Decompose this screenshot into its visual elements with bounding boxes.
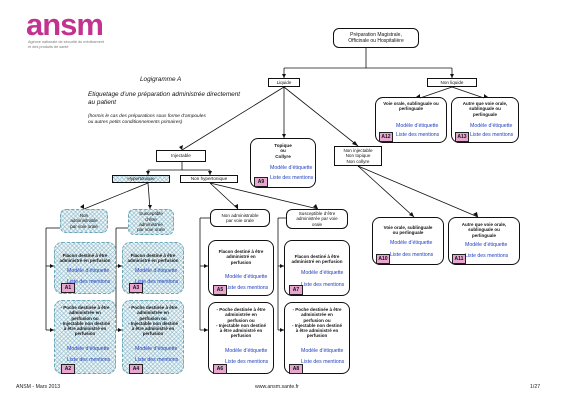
card-A2-badge: A2 bbox=[61, 364, 75, 374]
card-A7-modele-link[interactable]: Modèle d’étiquette bbox=[301, 270, 344, 276]
card-A1-liste-link[interactable]: Liste des mentions bbox=[67, 279, 111, 285]
card-A4-liste-link[interactable]: Liste des mentions bbox=[135, 357, 179, 363]
card-A10-badge: A10 bbox=[376, 254, 390, 264]
node-nh-susceptible: Susceptible d’être administrée par voie … bbox=[286, 209, 348, 229]
card-A9-liste-link[interactable]: Liste des mentions bbox=[270, 175, 314, 181]
card-A7: Flacon destiné à être administré en perf… bbox=[284, 240, 350, 296]
node-non-injectable: Non injectable Non topique Non collyre bbox=[334, 146, 382, 166]
card-A8-liste-link[interactable]: Liste des mentions bbox=[301, 359, 345, 365]
node-hypertonique: Hypertonique bbox=[112, 175, 170, 183]
card-A12-badge: A12 bbox=[379, 132, 393, 142]
card-A10-liste-link[interactable]: Liste des mentions bbox=[390, 252, 434, 258]
card-A6-badge: A6 bbox=[213, 364, 227, 374]
card-A13-desc: Autre que voie orale, sublinguale ou per… bbox=[462, 101, 508, 117]
node-root: Préparation Magistrale, Officinale ou Ho… bbox=[333, 28, 419, 48]
card-A11-badge: A11 bbox=[452, 254, 466, 264]
card-A6-liste-link[interactable]: Liste des mentions bbox=[225, 359, 269, 365]
card-A2-liste-link[interactable]: Liste des mentions bbox=[67, 357, 111, 363]
card-A12-modele-link[interactable]: Modèle d’étiquette bbox=[396, 123, 439, 129]
card-A8-desc: - Poche destinée à être administrée en p… bbox=[291, 307, 342, 339]
footer-center[interactable]: www.ansm.sante.fr bbox=[255, 384, 299, 390]
card-A2-modele-link[interactable]: Modèle d’étiquette bbox=[67, 346, 110, 352]
card-A1: Flacon destiné à être administré en perf… bbox=[54, 242, 116, 294]
card-A13-modele-link[interactable]: Modèle d’étiquette bbox=[470, 123, 513, 129]
card-A12: Voie orale, sublinguale ou perlinguale M… bbox=[375, 97, 447, 143]
node-hyp-non-admin: Non administrable par voie orale bbox=[60, 209, 108, 233]
card-A10: Voie orale, sublinguale ou perlinguale M… bbox=[372, 217, 444, 265]
card-A11-desc: Autre que voie orale, sublinguale ou per… bbox=[461, 222, 507, 238]
node-topique: Topique ou Collyre bbox=[274, 143, 292, 159]
card-A3-badge: A3 bbox=[129, 283, 143, 293]
card-A3-modele-link[interactable]: Modèle d’étiquette bbox=[135, 268, 178, 274]
page-title: Logigramme A bbox=[140, 76, 182, 83]
card-A9-modele-link[interactable]: Modèle d’étiquette bbox=[270, 165, 313, 171]
card-A11-modele-link[interactable]: Modèle d’étiquette bbox=[465, 242, 508, 248]
ansm-logo-subtitle: Agence nationale de sécurité du médicame… bbox=[28, 40, 104, 49]
card-A7-liste-link[interactable]: Liste des mentions bbox=[301, 282, 345, 288]
card-A9: Topique ou Collyre Modèle d’étiquette Li… bbox=[250, 138, 316, 188]
node-injectable: Injectable bbox=[156, 150, 206, 162]
card-A11: Autre que voie orale, sublinguale ou per… bbox=[448, 217, 520, 265]
card-A2-desc: - Poche destinée à être administrée en p… bbox=[59, 305, 110, 337]
card-A8-badge: A8 bbox=[289, 364, 303, 374]
node-liquide: Liquide bbox=[268, 78, 300, 87]
card-A9-badge: A9 bbox=[254, 177, 268, 187]
card-A6-modele-link[interactable]: Modèle d’étiquette bbox=[225, 348, 268, 354]
card-A5-liste-link[interactable]: Liste des mentions bbox=[225, 285, 269, 291]
card-A10-modele-link[interactable]: Modèle d’étiquette bbox=[390, 240, 433, 246]
ansm-logo: ansm Agence nationale de sécurité du méd… bbox=[26, 7, 104, 49]
card-A7-desc: Flacon destiné à être administré en perf… bbox=[291, 254, 343, 265]
card-A3: Flacon destiné à être administré en perf… bbox=[122, 242, 184, 294]
page-subtitle: Etiquetage d’une préparation administrée… bbox=[88, 91, 241, 106]
node-non-liquide: Non liquide bbox=[427, 78, 477, 87]
card-A3-liste-link[interactable]: Liste des mentions bbox=[135, 279, 179, 285]
card-A8: - Poche destinée à être administrée en p… bbox=[284, 302, 350, 374]
card-A1-desc: Flacon destiné à être administré en perf… bbox=[59, 253, 111, 264]
card-A4-modele-link[interactable]: Modèle d’étiquette bbox=[135, 346, 178, 352]
card-A8-modele-link[interactable]: Modèle d’étiquette bbox=[301, 348, 344, 354]
card-A13-badge: A13 bbox=[455, 132, 469, 142]
node-nh-non-admin: Non administrable par voie orale bbox=[210, 209, 270, 227]
card-A1-modele-link[interactable]: Modèle d’étiquette bbox=[67, 268, 110, 274]
card-A12-desc: Voie orale, sublinguale ou perlinguale bbox=[383, 101, 439, 112]
ansm-logo-wordmark: ansm bbox=[26, 7, 104, 42]
node-non-hypertonique: Non hypertonique bbox=[180, 175, 238, 183]
card-A13-liste-link[interactable]: Liste des mentions bbox=[470, 132, 514, 138]
card-A1-badge: A1 bbox=[61, 283, 75, 293]
card-A6-desc: - Poche destinée à être administrée en p… bbox=[215, 307, 266, 339]
card-A11-liste-link[interactable]: Liste des mentions bbox=[465, 253, 509, 259]
card-A3-desc: Flacon destiné à être administré en perf… bbox=[127, 253, 179, 264]
card-A2: - Poche destinée à être administrée en p… bbox=[54, 300, 116, 374]
card-A12-liste-link[interactable]: Liste des mentions bbox=[396, 132, 440, 138]
card-A7-badge: A7 bbox=[289, 285, 303, 295]
card-A10-desc: Voie orale, sublinguale ou perlinguale bbox=[383, 225, 433, 236]
node-hyp-susceptible: Susceptible d’être administrée par voie … bbox=[128, 209, 174, 235]
footer-page-number: 1/27 bbox=[530, 384, 541, 390]
card-A6: - Poche destinée à être administrée en p… bbox=[208, 302, 274, 374]
page-note: (hormis le cas des préparations sous for… bbox=[88, 114, 206, 125]
card-A5: Flacon destiné à être administré en perf… bbox=[208, 240, 274, 296]
card-A4-badge: A4 bbox=[129, 364, 143, 374]
card-A5-modele-link[interactable]: Modèle d’étiquette bbox=[225, 274, 268, 280]
card-A5-badge: A5 bbox=[213, 285, 227, 295]
card-A13: Autre que voie orale, sublinguale ou per… bbox=[451, 97, 519, 143]
footer-left: ANSM - Mars 2013 bbox=[16, 384, 61, 390]
card-A4-desc: - Poche destinée à être administrée en p… bbox=[127, 305, 178, 337]
card-A5-desc: Flacon destiné à être administré en perf… bbox=[218, 249, 264, 265]
card-A4: - Poche destinée à être administrée en p… bbox=[122, 300, 184, 374]
